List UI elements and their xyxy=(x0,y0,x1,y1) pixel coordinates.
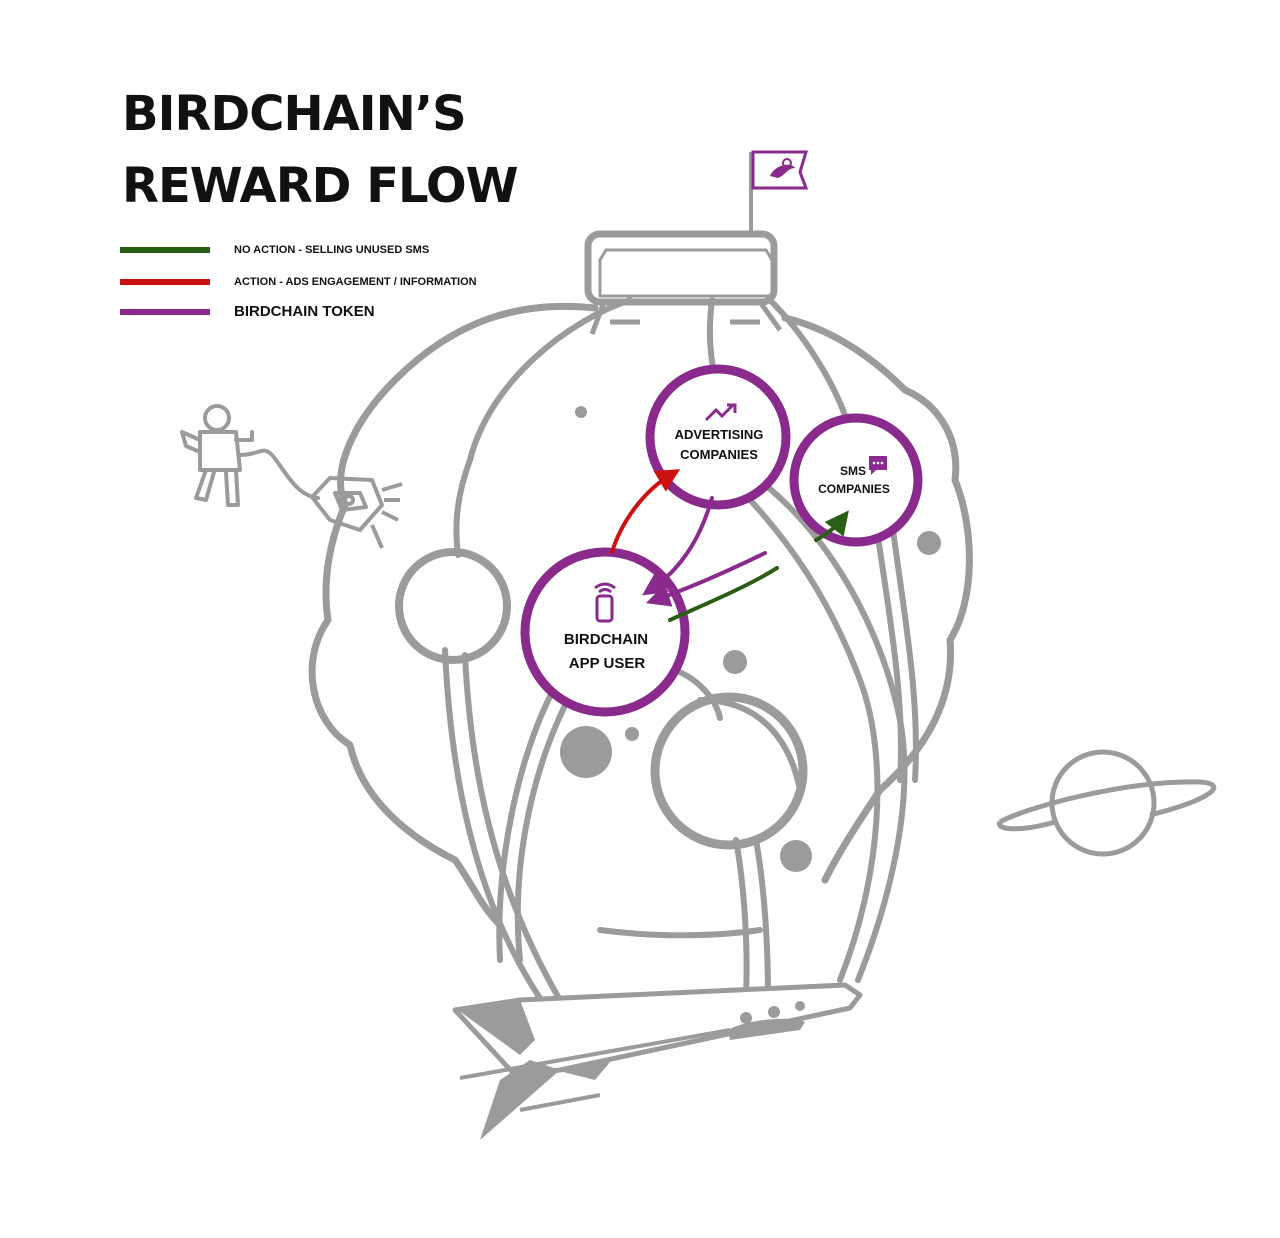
flag-icon xyxy=(749,150,809,234)
node-sms-line2: COMPANIES xyxy=(818,482,890,496)
page-title: BIRDCHAIN’S REWARD FLOW xyxy=(122,78,519,222)
top-capsule xyxy=(584,230,783,335)
legend-swatch-purple xyxy=(120,309,210,315)
legend-label: BIRDCHAIN TOKEN xyxy=(234,303,375,320)
moon-tubes xyxy=(442,297,919,1013)
legend-swatch-red xyxy=(120,279,210,285)
astronaut-icon xyxy=(180,404,320,507)
legend-item-action: ACTION - ADS ENGAGEMENT / INFORMATION xyxy=(120,272,520,292)
legend-swatch-green xyxy=(120,247,210,253)
chat-bubble-icon xyxy=(869,456,887,475)
legend-label: ACTION - ADS ENGAGEMENT / INFORMATION xyxy=(234,276,477,288)
arrow-user-to-sms-a xyxy=(668,566,779,622)
legend-item-token: BIRDCHAIN TOKEN xyxy=(120,302,520,322)
phone-signal-icon xyxy=(594,582,616,623)
arrow-user-to-advertising xyxy=(610,469,681,554)
title-line-1: BIRDCHAIN’S xyxy=(122,86,467,142)
arrow-user-to-sms-b xyxy=(814,510,849,542)
planet-icon xyxy=(996,749,1217,857)
flow-arrows xyxy=(610,469,849,622)
node-user: BIRDCHAIN APP USER xyxy=(520,547,690,717)
node-advertising: ADVERTISING COMPANIES xyxy=(645,364,791,510)
legend-item-no-action: NO ACTION - SELLING UNUSED SMS xyxy=(120,240,520,260)
trending-up-icon xyxy=(704,403,737,422)
rocket-icon xyxy=(452,982,863,1140)
node-user-line2: APP USER xyxy=(569,655,646,672)
node-user-line1: BIRDCHAIN xyxy=(564,631,648,648)
node-advertising-line2: COMPANIES xyxy=(680,447,758,462)
arrow-advertising-to-user xyxy=(642,496,714,596)
title-line-2: REWARD FLOW xyxy=(122,158,519,214)
moon-craters xyxy=(395,406,941,872)
node-sms-line1: SMS xyxy=(840,464,866,478)
node-advertising-line1: ADVERTISING xyxy=(675,427,764,442)
arrow-sms-to-user xyxy=(645,551,767,607)
legend-label: NO ACTION - SELLING UNUSED SMS xyxy=(234,244,430,256)
node-sms: SMS COMPANIES xyxy=(789,413,923,547)
lander-pod-icon xyxy=(310,476,403,549)
